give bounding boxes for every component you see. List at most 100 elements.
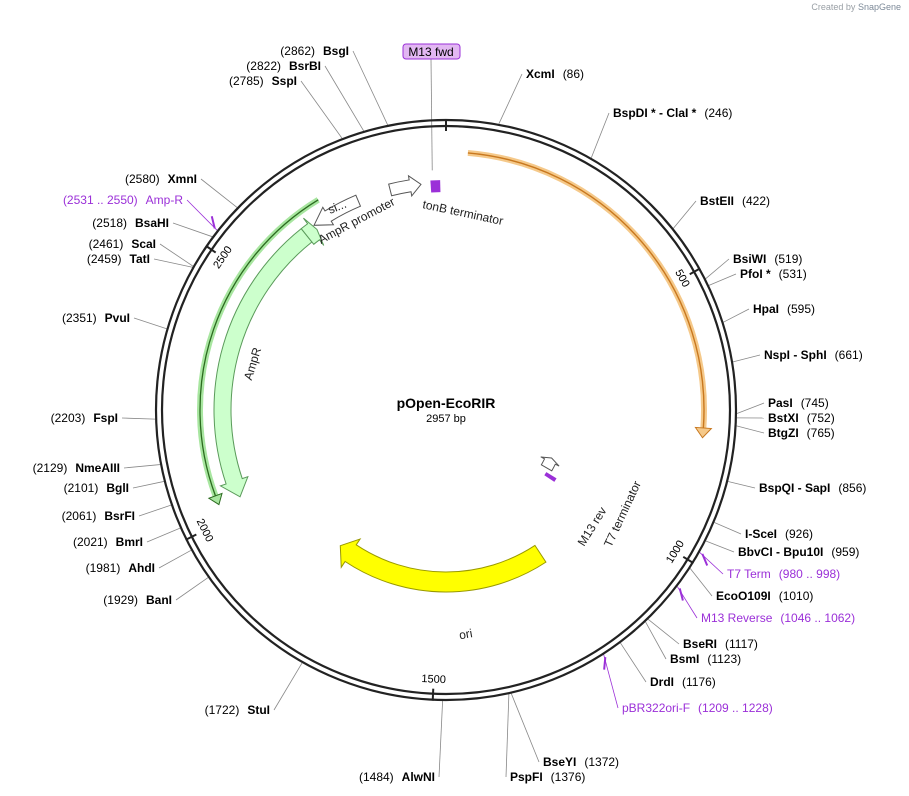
site-name: TatI <box>130 252 150 266</box>
ruler-tick <box>682 555 694 564</box>
site-label: (2021)BmrI <box>73 535 143 549</box>
leader-line <box>158 549 192 569</box>
site-name: BsmI <box>670 652 699 666</box>
site-name: BstEII <box>700 194 734 208</box>
si-box <box>300 217 325 246</box>
ampr-promoter-arrow <box>313 194 362 226</box>
leader-line <box>736 425 765 434</box>
site-label: (2785)SspI <box>229 74 297 88</box>
leader-line <box>732 354 761 363</box>
plasmid-length: 2957 bp <box>426 413 466 425</box>
site-position: (1209 .. 1228) <box>698 701 773 715</box>
site-label: (2862)BsgI <box>280 44 349 58</box>
orange-arrow-head <box>694 426 713 439</box>
site-position: (1722) <box>205 703 240 717</box>
site-position: (1123) <box>707 652 741 666</box>
site-position: (2203) <box>51 411 86 425</box>
site-label: (2822)BsrBI <box>246 59 321 73</box>
site-position: (595) <box>787 302 815 316</box>
site-label: BstEII(422) <box>700 194 770 208</box>
site-position: (752) <box>807 411 835 425</box>
site-position: (1981) <box>86 561 121 575</box>
leader-line <box>498 73 523 125</box>
site-label: (2580)XmnI <box>125 172 197 186</box>
m13-fwd-label: M13 fwd <box>408 45 453 59</box>
site-position: (2459) <box>87 252 122 266</box>
leader-line <box>727 481 756 489</box>
ruler-tick <box>689 267 701 276</box>
site-position: (2101) <box>64 481 99 495</box>
site-label: (2351)PvuI <box>62 311 130 325</box>
site-position: (531) <box>779 267 807 281</box>
primer-marks <box>210 180 709 670</box>
site-label: BseYI(1372) <box>543 755 619 769</box>
site-position: (856) <box>838 481 866 495</box>
site-position: (1117) <box>725 637 758 651</box>
site-name: XcmI <box>526 67 555 81</box>
site-name: DrdI <box>650 675 674 689</box>
site-name: I-SceI <box>745 527 777 541</box>
site-name: EcoO109I <box>716 589 771 603</box>
site-name: PspFI <box>510 770 543 784</box>
leader-line <box>146 527 181 543</box>
site-name: pBR322ori-F <box>622 701 690 715</box>
t7-term-mark <box>701 553 709 566</box>
site-name: AlwNI <box>402 770 435 784</box>
site-label: (1929)BanI <box>103 593 172 607</box>
feature-label-si: si... <box>326 197 349 217</box>
site-label: BtgZI(765) <box>768 426 835 440</box>
leader-line <box>603 654 619 709</box>
leader-line <box>123 464 161 469</box>
site-name: FspI <box>93 411 118 425</box>
site-position: (1929) <box>103 593 138 607</box>
amp-r-mark <box>210 215 216 229</box>
site-name: Amp-R <box>146 193 184 207</box>
leader-line <box>133 317 167 330</box>
site-name: BtgZI <box>768 426 799 440</box>
leader-line <box>121 417 156 420</box>
site-label: PfoI *(531) <box>740 267 807 281</box>
site-label: (1981)AhdI <box>86 561 155 575</box>
feature-arrows <box>197 149 713 593</box>
site-label: I-SceI(926) <box>745 527 813 541</box>
ampr-outer-head <box>207 492 223 506</box>
site-position: (2580) <box>125 172 160 186</box>
m13-rev-mark <box>544 472 557 482</box>
feature-label-tonb: tonB terminator <box>421 197 504 228</box>
site-label: pBR322ori-F (1209 .. 1228) <box>622 701 773 715</box>
site-position: (519) <box>774 252 802 266</box>
m13-fwd-mark <box>430 180 441 193</box>
site-position: (2021) <box>73 535 108 549</box>
site-name: BstXI <box>768 411 799 425</box>
site-name: BseYI <box>543 755 576 769</box>
site-position: (661) <box>835 348 863 362</box>
leader-line <box>510 693 540 763</box>
site-label: M13 Reverse(1046 .. 1062) <box>701 611 855 625</box>
site-label: (2061)BsrFI <box>62 509 135 523</box>
ruler-tick-label: 1500 <box>421 673 446 686</box>
site-name: StuI <box>247 703 270 717</box>
site-position: (2531 .. 2550) <box>63 193 138 207</box>
site-label: (2459) TatI <box>87 252 150 266</box>
site-label: BsmI (1123) <box>670 652 741 666</box>
leader-line <box>647 618 680 645</box>
leader-line <box>645 621 667 660</box>
site-name: BsrBI <box>289 59 321 73</box>
leader-line <box>736 402 765 414</box>
site-label: BspDI * - ClaI *(246) <box>613 106 732 120</box>
site-name: T7 Term <box>727 567 771 581</box>
leader-line <box>620 642 647 683</box>
site-label: (2461)ScaI <box>89 237 156 251</box>
leader-line <box>273 662 303 711</box>
site-label: (2518)BsaHI <box>92 216 169 230</box>
site-label: (2129)NmeAIII <box>33 461 120 475</box>
m13-fwd-box: M13 fwd <box>402 43 461 60</box>
leader-line <box>153 258 193 268</box>
orange-arc-core <box>467 152 705 428</box>
feature-label-ampr: AmpR <box>241 345 264 381</box>
site-position: (959) <box>831 545 859 559</box>
site-name: M13 Reverse <box>701 611 773 625</box>
site-position: (1484) <box>359 770 394 784</box>
site-label: EcoO109I(1010) <box>716 589 813 603</box>
site-name: BsgI <box>323 44 349 58</box>
